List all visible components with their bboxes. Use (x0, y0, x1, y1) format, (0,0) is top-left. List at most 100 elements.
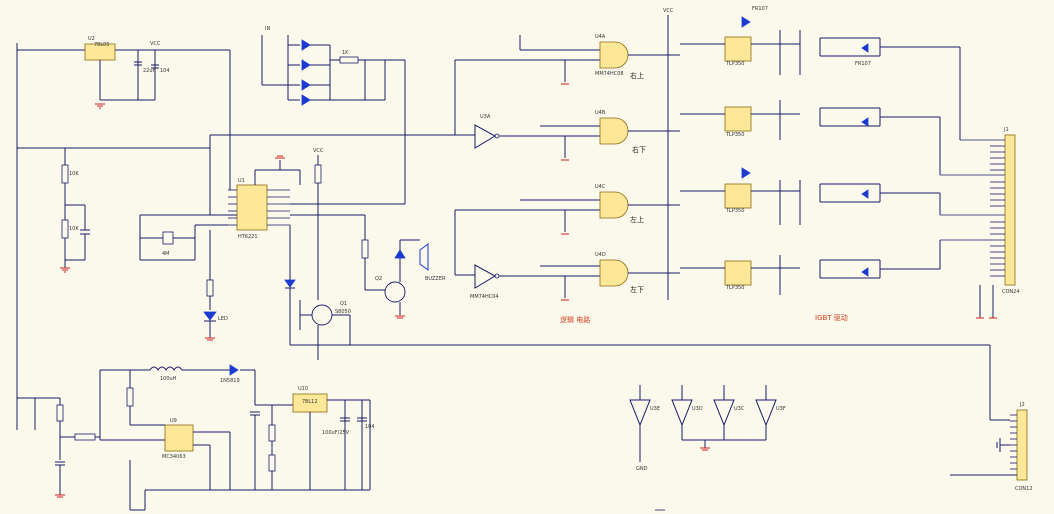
u4a-label: U4A (595, 34, 606, 40)
spare-inverters-block: U3E U3D U3C U3F GND (629, 385, 786, 472)
u2-label: U2 (88, 36, 95, 42)
out-bot-right: 右下 (632, 145, 646, 154)
fr107-diode-4 (861, 267, 869, 277)
transistor-q2 (384, 281, 406, 303)
optocoupler-u5 (724, 36, 752, 62)
u8-part: TLP350 (725, 285, 744, 291)
crystal-block: 4M (139, 214, 228, 261)
resistor-r1 (61, 164, 69, 184)
spare-gnd-label: GND (636, 466, 648, 472)
connector-j1 (1004, 134, 1016, 286)
spare-inverter-1 (629, 399, 651, 427)
u4a-part: MM74HC08 (595, 71, 624, 77)
driver-block: VCC TLP350 TLP350 TLP350 TLP350 FR107 FR… (663, 6, 961, 322)
u4b-label: U4B (595, 110, 606, 116)
and-gate-u4d (599, 259, 629, 287)
diode-bridge-3-icon (301, 79, 311, 91)
diode-bridge-2-icon (301, 59, 311, 71)
fr107-label-2: FR107 (855, 61, 871, 67)
diode-bridge-4-icon (301, 94, 311, 106)
inductor-l1 (149, 366, 183, 371)
out-top-left: 左上 (630, 215, 644, 224)
u5-part: TLP350 (725, 61, 744, 67)
u10-part: 78L12 (302, 399, 318, 405)
led-icon (203, 311, 217, 321)
u3e-label: U3E (650, 406, 660, 412)
divider-block: 10K 10K (17, 134, 455, 273)
led-block: LED (203, 230, 228, 341)
u7-part: TLP350 (725, 208, 744, 214)
out-bot-left: 左下 (630, 285, 644, 294)
transistor-q1 (311, 304, 333, 326)
u1-label: U1 (238, 178, 245, 184)
diode-bridge-1-icon (301, 39, 311, 51)
buzzer-block: Q2 BUZZER (290, 214, 446, 319)
u4c-label: U4C (595, 184, 606, 190)
crystal-4m (162, 231, 174, 245)
connector-j1-block: J1 CON24 (940, 127, 1020, 319)
vcc-label-2: VCC (313, 148, 324, 154)
q1-label: Q1 (340, 301, 347, 307)
title-logic: 逻辑 电路 (560, 315, 590, 324)
u4d-label: U4D (595, 252, 606, 258)
buzzer-label: BUZZER (425, 276, 446, 282)
ic-u1-block: U1 HT6221 (210, 60, 406, 240)
diode-d5-icon (394, 249, 406, 259)
optocoupler-u6 (724, 106, 752, 132)
fr107-diode-2 (861, 117, 869, 127)
j2-label: J2 (1019, 402, 1025, 408)
u9-part: MC34063 (162, 454, 186, 460)
q1-block: VCC Q1 S8050 (284, 148, 1010, 421)
spare-inverter-2 (671, 399, 693, 427)
u3a-label: U3A (480, 114, 491, 120)
c1-value: 22uF (143, 68, 156, 74)
u6-part: TLP350 (725, 132, 744, 138)
u3f-label: U3F (776, 406, 786, 412)
fr107-label-1: FR107 (752, 6, 768, 12)
bridge-r-label: 1K (342, 50, 349, 56)
inverter-u3b (474, 264, 497, 289)
c-100u-label: 100uF/25V (322, 430, 350, 436)
u10-label: U10 (298, 386, 308, 392)
u3c-label: U3C (734, 406, 745, 412)
title-drive: IGBT 驱动 (815, 313, 848, 322)
spare-inverter-3 (713, 399, 735, 427)
diode-bridge-block: 1K IN (261, 26, 405, 106)
regulator-78l12-block: U10 78L12 100uF/25V 104 (250, 385, 375, 490)
fr107-diode-3 (861, 189, 869, 199)
in-label: IN (265, 26, 270, 32)
buzzer-icon (419, 243, 429, 271)
resistor-r2 (61, 219, 69, 239)
boost-block: 100uH 1N5819 U9 MC34063 (16, 364, 370, 511)
regulator-78l05-block: U2 78L05 22uF 104 VCC (16, 36, 231, 430)
j1-part: CON24 (1002, 289, 1020, 295)
spare-inverter-4 (755, 399, 777, 427)
u2-part: 78L05 (94, 42, 110, 48)
q2-label: Q2 (375, 276, 382, 282)
inverter-u3a (474, 124, 497, 149)
r1-value: 10K (69, 171, 79, 177)
and-gate-u4a (599, 41, 629, 69)
vcc-label-1: VCC (150, 41, 161, 47)
u9-label: U9 (170, 418, 177, 424)
j1-label: J1 (1003, 127, 1009, 133)
vcc-label-3: VCC (663, 8, 674, 14)
optocoupler-u8 (724, 260, 752, 286)
crystal-value: 4M (162, 251, 170, 257)
ic-u1 (236, 184, 268, 231)
q1-part: S8050 (335, 309, 351, 315)
logic-block: U4A MM74HC08 右上 U3A U4B 右下 U4C 左上 MM74HC… (454, 34, 680, 324)
c2-value: 104 (160, 68, 170, 74)
optocoupler-u7 (724, 183, 752, 209)
and-gate-u4c (599, 191, 629, 219)
diode-d4-icon (284, 279, 296, 288)
connector-j2-block: J2 CON12 (950, 402, 1033, 492)
u1-part: HT6221 (238, 234, 258, 240)
fr107-diode-1 (861, 43, 869, 53)
j2-part: CON12 (1015, 486, 1033, 492)
u3b-label: MM74HC04 (470, 294, 499, 300)
l1-value: 100uH (160, 376, 177, 382)
u3d-label: U3D (692, 406, 703, 412)
